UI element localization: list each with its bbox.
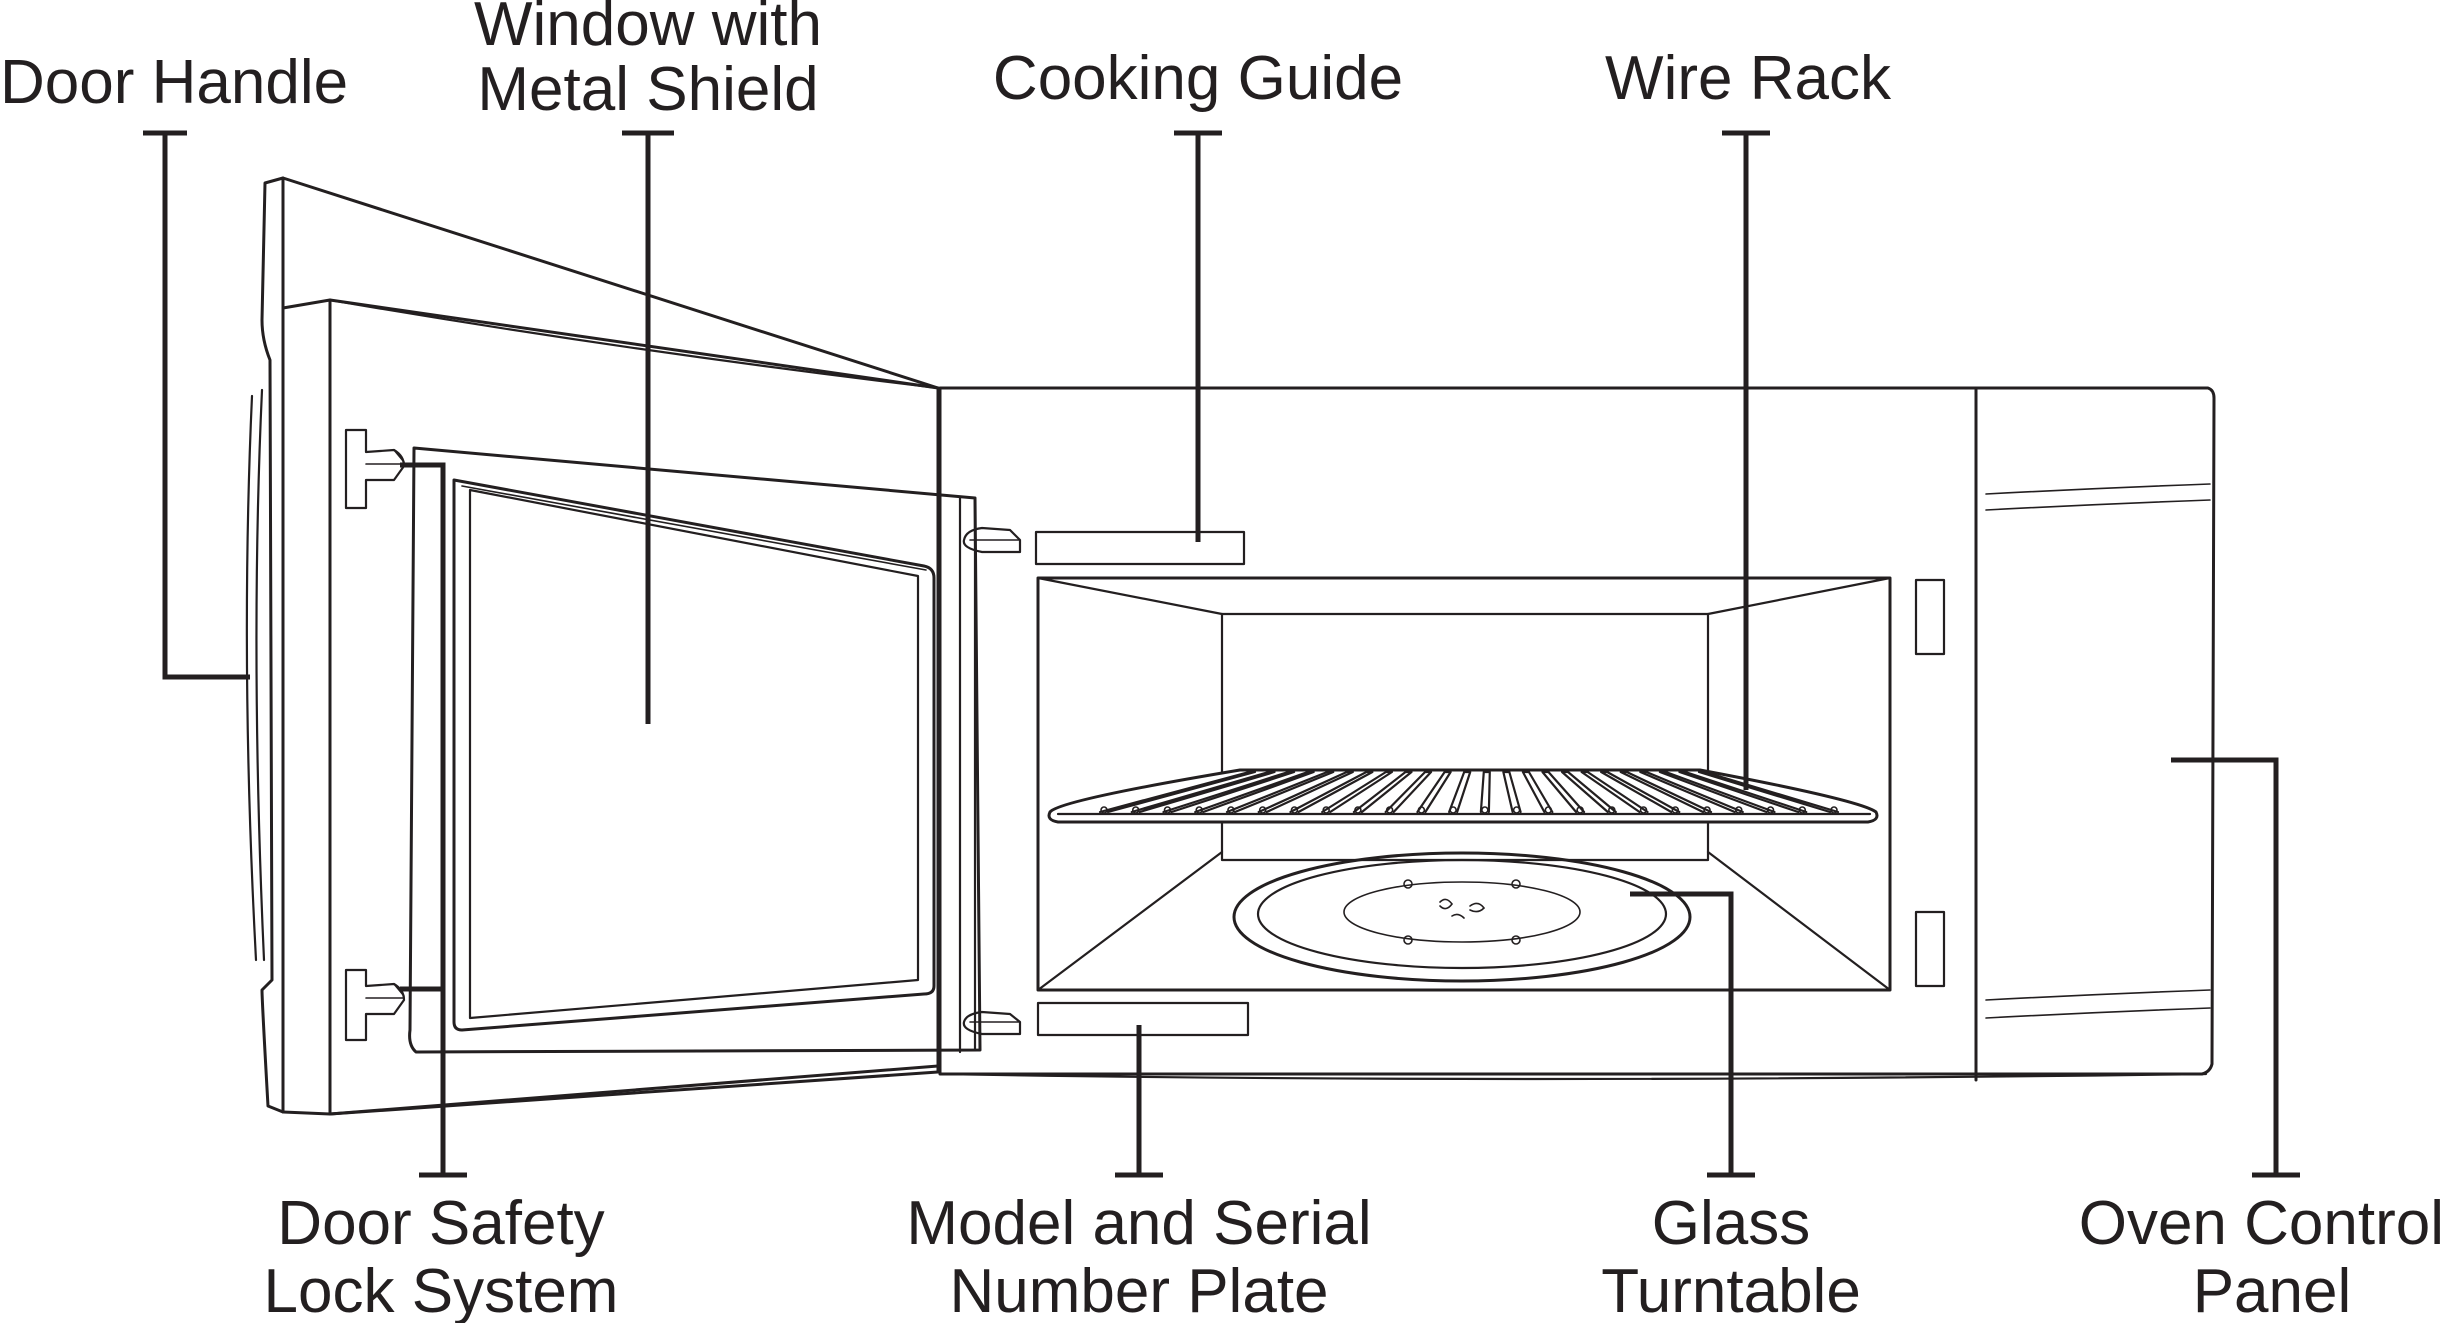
door-safety-label-line1: Door Safety — [277, 1189, 604, 1258]
rack-bar-end — [1417, 806, 1426, 814]
rack-bar — [1098, 770, 1257, 814]
rack-bar-end — [1703, 806, 1711, 814]
wire-rack-label: Wire Rack — [1605, 44, 1892, 113]
rack-bar-end — [1671, 806, 1680, 814]
rack-bar-end — [1544, 806, 1553, 814]
rack-bar — [1225, 770, 1335, 814]
open-door — [245, 176, 982, 1116]
rack-bar — [1321, 770, 1394, 814]
rack-bar-end — [1195, 806, 1204, 814]
cooking-guide-plate — [1034, 530, 1246, 566]
rack-bar — [1619, 770, 1713, 814]
rack-bar — [1600, 770, 1681, 814]
turntable-label-line2: Turntable — [1601, 1257, 1861, 1323]
rack-bar — [1448, 770, 1472, 814]
door-safety-label-line2: Lock System — [264, 1257, 619, 1323]
rack-bar-end — [1734, 806, 1743, 814]
rack-bar — [1194, 770, 1315, 814]
leader-lines — [143, 130, 2300, 1178]
microwave-cabinet — [938, 386, 2216, 1082]
wire-rack — [1047, 768, 1879, 824]
rack-bar-end — [1227, 806, 1235, 814]
rack-bar — [1502, 770, 1522, 814]
rack-bar — [1639, 770, 1744, 814]
rack-bar-end — [1798, 806, 1807, 814]
rack-bar-end — [1608, 806, 1616, 814]
rack-bar-end — [1449, 806, 1457, 814]
rack-bar-end — [1322, 806, 1330, 814]
rack-bar-end — [1830, 806, 1838, 814]
rack-bar-end — [1354, 806, 1362, 814]
rack-bar-end — [1576, 806, 1584, 814]
door-safety-leader — [400, 462, 446, 1175]
glass-turntable — [1232, 851, 1692, 983]
rack-bar-end — [1290, 806, 1299, 814]
rack-bar — [1658, 770, 1776, 814]
control-panel-label-line1: Oven Control — [2079, 1189, 2444, 1258]
door-handle-label: Door Handle — [0, 48, 348, 117]
turntable-label-line1: Glass — [1652, 1189, 1810, 1258]
rack-bar — [1384, 770, 1433, 814]
rack-bar-end — [1481, 806, 1489, 814]
serial-number-plate — [1036, 1001, 1250, 1037]
window-label-line2: Metal Shield — [477, 55, 818, 124]
control-panel-label-line2: Panel — [2193, 1257, 2352, 1323]
rack-bar-end — [1512, 806, 1521, 814]
control-panel-leader — [2171, 757, 2279, 1175]
rack-bar — [1697, 770, 1840, 814]
door-handle-leader-stem — [162, 133, 250, 680]
lower-door-latch — [344, 968, 406, 1042]
rack-bar-end — [1639, 806, 1648, 814]
turntable-leader — [1630, 891, 1734, 1175]
rack-bar-end — [1100, 806, 1108, 814]
rack-bar-end — [1258, 806, 1267, 814]
rack-bar — [1416, 770, 1452, 814]
rack-bar — [1257, 770, 1354, 814]
rack-bar — [1521, 770, 1554, 814]
rack-bar — [1130, 770, 1276, 814]
rack-bar — [1541, 770, 1586, 814]
rack-bar — [1162, 770, 1296, 814]
rack-bar — [1678, 770, 1808, 814]
rack-bar — [1289, 770, 1374, 814]
oven-cavity — [962, 526, 1892, 1037]
serial-plate-label-line2: Number Plate — [949, 1257, 1328, 1323]
cooking-guide-label: Cooking Guide — [993, 44, 1403, 113]
rack-bar — [1560, 770, 1617, 814]
rack-bar-end — [1131, 806, 1140, 814]
rack-bar-end — [1163, 806, 1172, 814]
rack-bar — [1479, 770, 1491, 814]
rack-bar-end — [1766, 806, 1775, 814]
upper-door-latch — [344, 428, 406, 510]
serial-plate-label-line1: Model and Serial — [906, 1189, 1371, 1258]
rack-bar — [1580, 770, 1649, 814]
rack-bar — [1352, 770, 1413, 814]
window-label-line1: Window with — [474, 0, 822, 59]
rack-bar-end — [1385, 806, 1394, 814]
